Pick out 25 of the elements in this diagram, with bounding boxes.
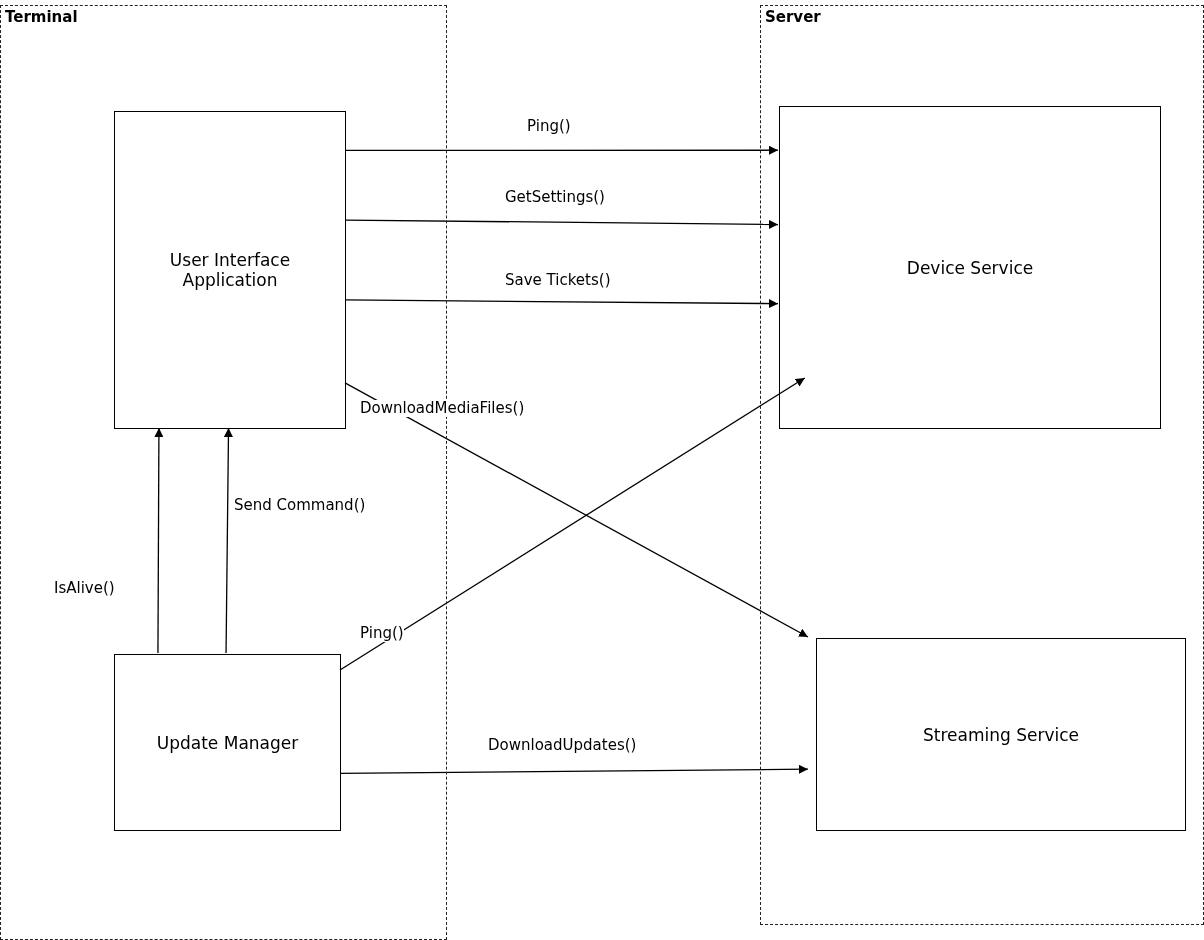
edge-label: DownloadMediaFiles() <box>360 400 525 417</box>
container-title: Server <box>765 8 821 26</box>
arrow <box>154 427 164 654</box>
arrow <box>344 299 779 309</box>
component-label: Device Service <box>906 257 1034 278</box>
arrow <box>344 219 779 229</box>
edge-label: Ping() <box>527 118 571 135</box>
component-box <box>816 638 1186 831</box>
edge-label: Ping() <box>360 625 404 642</box>
component-box <box>114 111 346 429</box>
component-label: User Interface Application <box>168 250 292 290</box>
component-box <box>114 654 341 831</box>
container-region <box>760 5 1204 925</box>
arrow <box>344 145 779 155</box>
component-label: Streaming Service <box>923 724 1079 745</box>
component-label: Update Manager <box>156 732 299 753</box>
edge-label: IsAlive() <box>54 580 115 597</box>
arrow <box>339 764 809 774</box>
edge-label: GetSettings() <box>505 189 605 206</box>
edge-label: DownloadUpdates() <box>488 737 637 754</box>
component-box <box>779 106 1161 429</box>
container-title: Terminal <box>5 8 78 26</box>
edge-label: Send Command() <box>234 497 366 514</box>
edge-label: Save Tickets() <box>505 272 611 289</box>
arrow <box>223 427 233 654</box>
